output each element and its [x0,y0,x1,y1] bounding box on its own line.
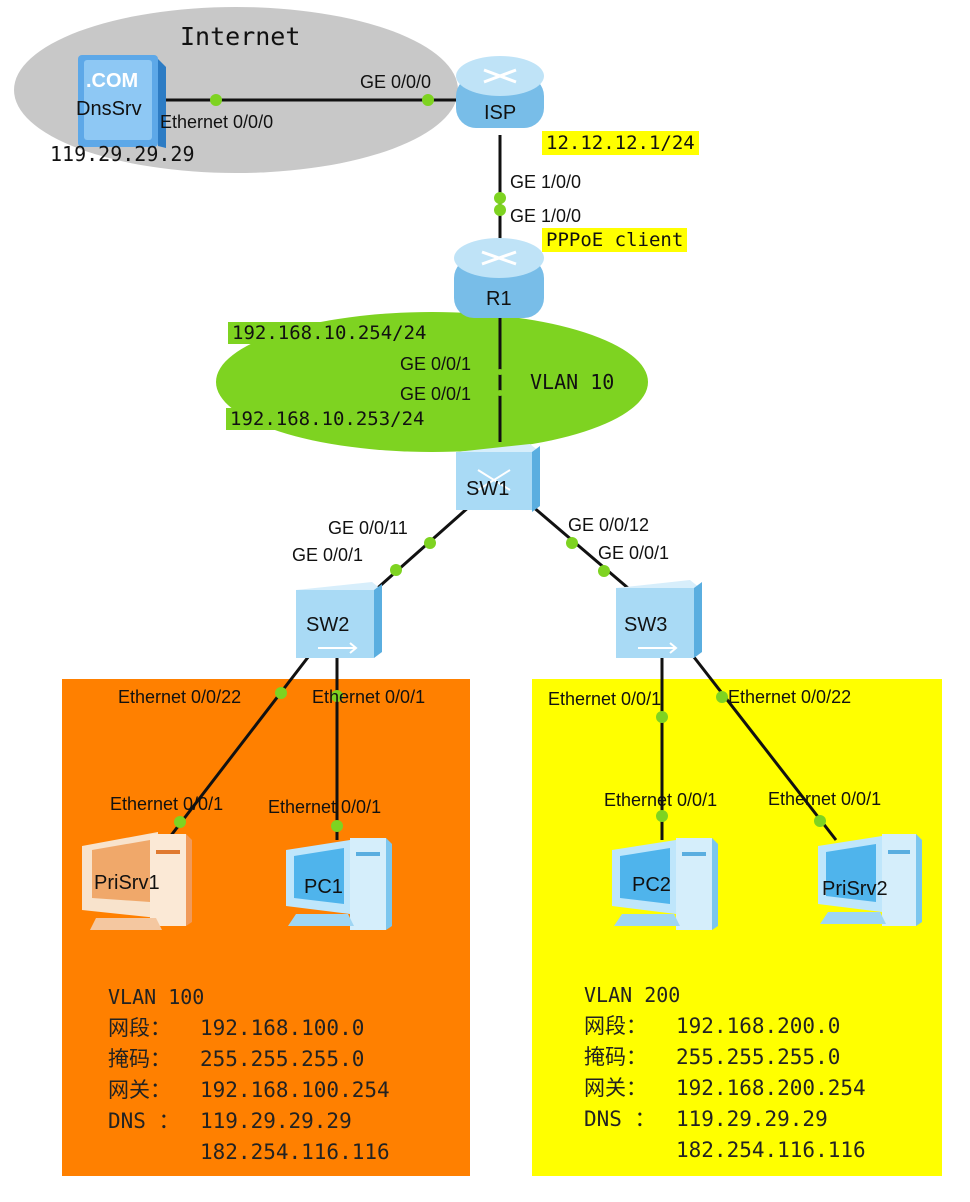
vlan100-dns1: 119.29.29.29 [200,1109,352,1133]
sw3-name: SW3 [624,614,668,636]
port-dot [566,537,578,549]
dns-server-ip: 119.29.29.29 [50,142,195,166]
sw3-port-left: Ethernet 0/0/1 [548,689,662,709]
r1-port-up: GE 1/0/0 [510,206,582,226]
vlan100-mask: 255.255.255.0 [200,1047,365,1071]
port-dot [494,204,506,216]
sw1-switch-icon [456,444,540,512]
r1-ip: 192.168.10.254/24 [228,322,431,344]
vlan200-title: VLAN 200 [584,983,681,1007]
vlan200-area [532,679,942,1176]
vlan200-gateway-label: 网关： [584,1076,647,1100]
dns-server-port: Ethernet 0/0/0 [160,112,274,132]
port-dot [275,687,287,699]
port-dot [814,815,826,827]
port-dot [656,810,668,822]
port-dot [494,192,506,204]
port-dot [716,691,728,703]
sw3-port-right: Ethernet 0/0/22 [728,687,852,707]
pc2-computer-icon [612,838,718,930]
vlan100-gateway-label: 网关： [108,1078,171,1102]
vlan200-info: VLAN 200 网段： 192.168.200.0 掩码： 255.255.255… [584,980,866,1166]
dns-server-name: DnsSrv [76,98,142,120]
prisrv1-port: Ethernet 0/0/1 [110,794,224,814]
pc2-name: PC2 [632,874,671,896]
vlan100-dns-label: DNS ： [108,1109,180,1133]
isp-port-left: GE 0/0/0 [360,72,432,92]
dns-server-icon-text: .COM [86,70,139,92]
vlan200-segment-label: 网段： [584,1014,647,1038]
pc1-name: PC1 [304,876,343,898]
prisrv1-name: PriSrv1 [94,872,160,894]
vlan100-mask-label: 掩码： [108,1047,171,1071]
vlan100-dns2: 182.254.116.116 [200,1140,390,1164]
prisrv2-port: Ethernet 0/0/1 [768,789,882,809]
sw1-port-right: GE 0/0/12 [568,515,650,535]
dns-server-icon [78,55,166,148]
vlan200-gateway: 192.168.200.254 [676,1076,866,1100]
vlan200-dns1: 119.29.29.29 [676,1107,828,1131]
sw1-name: SW1 [466,478,510,500]
vlan200-mask-label: 掩码： [584,1045,647,1069]
vlan100-segment: 192.168.100.0 [200,1016,365,1040]
sw1-port-left: GE 0/0/11 [328,518,408,538]
vlan200-mask: 255.255.255.0 [676,1045,841,1069]
sw2-name: SW2 [306,614,350,636]
port-dot [174,816,186,828]
link-sw1-sw3 [531,504,629,590]
sw2-port-left: Ethernet 0/0/22 [118,687,242,707]
sw3-port-up: GE 0/0/1 [598,543,670,563]
isp-router-icon [456,56,544,128]
port-dot [656,711,668,723]
isp-ip: 12.12.12.1/24 [542,131,699,155]
isp-port-down: GE 1/0/0 [510,172,582,192]
port-dot [210,94,222,106]
vlan100-title: VLAN 100 [108,985,205,1009]
vlan10-label: VLAN 10 [530,370,615,394]
port-dot [424,537,436,549]
isp-name: ISP [484,102,517,124]
internet-label: Internet [180,22,301,51]
port-dot [331,690,343,702]
sw1-ip: 192.168.10.253/24 [226,408,429,430]
vlan100-gateway: 192.168.100.254 [200,1078,390,1102]
prisrv1-server-icon [82,832,192,930]
port-dot [422,94,434,106]
vlan200-dns-label: DNS ： [584,1107,656,1131]
sw1-port-up: GE 0/0/1 [400,384,472,404]
link-sw2-prisrv1 [164,651,314,843]
sw2-switch-icon [296,582,382,658]
port-dot [497,369,503,375]
port-dot [331,820,343,832]
port-dot [497,390,503,396]
r1-router-icon [454,238,544,318]
r1-port-down: GE 0/0/1 [400,354,472,374]
pc1-computer-icon [286,838,392,930]
vlan200-dns2: 182.254.116.116 [676,1138,866,1162]
vlan200-segment: 192.168.200.0 [676,1014,841,1038]
sw2-port-right: Ethernet 0/0/1 [312,687,426,707]
pc2-port: Ethernet 0/0/1 [604,790,718,810]
vlan100-info: VLAN 100 网段： 192.168.100.0 掩码： 255.255.255… [108,982,390,1168]
pc1-port: Ethernet 0/0/1 [268,797,382,817]
sw2-port-up: GE 0/0/1 [292,545,364,565]
link-sw1-sw2 [371,504,471,595]
prisrv2-name: PriSrv2 [822,878,888,900]
link-sw3-prisrv2 [688,651,838,841]
vlan100-segment-label: 网段： [108,1016,171,1040]
r1-name: R1 [486,288,512,310]
port-dot [390,564,402,576]
sw3-switch-icon [616,580,702,658]
prisrv2-server-icon [818,834,922,926]
r1-role: PPPoE client [542,228,688,252]
port-dot [598,565,610,577]
